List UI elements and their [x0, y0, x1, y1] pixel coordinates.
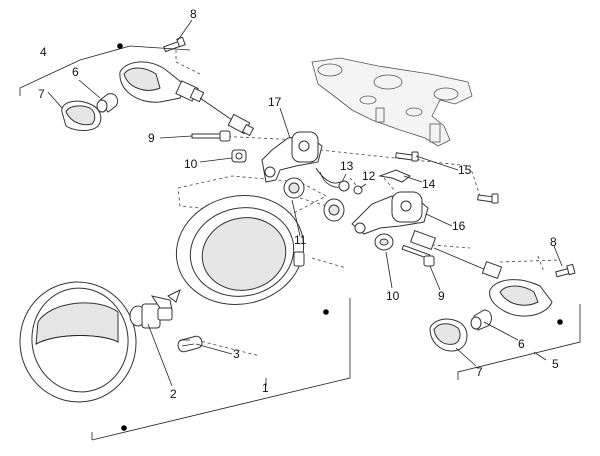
bolt-15-lower: [477, 193, 499, 204]
group-bracket-1: [91, 298, 351, 441]
callout-14: 14: [422, 177, 436, 191]
bracket-17: [261, 131, 323, 183]
callout-2: 2: [170, 387, 177, 401]
callout-16: 16: [452, 219, 466, 233]
turn-signal-front-right: [409, 229, 553, 317]
parking-bulb: [177, 335, 203, 353]
headlight-housing: [175, 195, 305, 305]
callout-labels: 1 2 3 4 5 6 6 7 7 8 8 9 9 10 10 11 12 13…: [38, 7, 559, 401]
callout-leaders: [47, 19, 563, 387]
rubber-bushing-11: [283, 177, 345, 222]
nut-12: [338, 180, 363, 195]
bolt-15-upper: [395, 151, 419, 162]
callout-9-right: 9: [438, 289, 445, 303]
screw-9-right: [401, 244, 435, 267]
turn-signal-lens-left: [61, 100, 102, 131]
bulb-left: [96, 93, 119, 113]
callout-17: 17: [268, 95, 282, 109]
callout-6-left: 6: [72, 65, 79, 79]
headlight-lens: [19, 281, 137, 403]
callout-10-left: 10: [184, 157, 198, 171]
callout-8-right: 8: [550, 235, 557, 249]
turn-signal-lens-right: [429, 318, 468, 352]
callout-6-right: 6: [518, 337, 525, 351]
turn-signal-front-left: [119, 61, 255, 137]
callout-12: 12: [362, 169, 376, 183]
headlight-bulb: [129, 289, 181, 329]
callout-1: 1: [262, 381, 269, 395]
callout-10-right: 10: [386, 289, 400, 303]
group-bracket-4: [19, 43, 191, 96]
washer-10-right: [374, 233, 394, 251]
fork-top-clamp: [311, 57, 473, 147]
callout-4: 4: [40, 45, 47, 59]
callout-8-top: 8: [190, 7, 197, 21]
callout-9-left: 9: [148, 131, 155, 145]
callout-3: 3: [233, 347, 240, 361]
callout-5: 5: [552, 357, 559, 371]
callout-15: 15: [458, 163, 472, 177]
callout-7-left: 7: [38, 87, 45, 101]
callout-13: 13: [340, 159, 354, 173]
callout-11: 11: [294, 233, 307, 247]
bulb-right: [470, 309, 492, 331]
screw-9-left: [191, 130, 231, 142]
callout-7-right: 7: [476, 365, 483, 379]
screw-8-right: [555, 263, 576, 278]
bracket-16: [351, 191, 429, 235]
group-bracket-5: [457, 304, 581, 380]
washer-10-left: [231, 149, 247, 163]
clamp-14: [378, 169, 411, 183]
